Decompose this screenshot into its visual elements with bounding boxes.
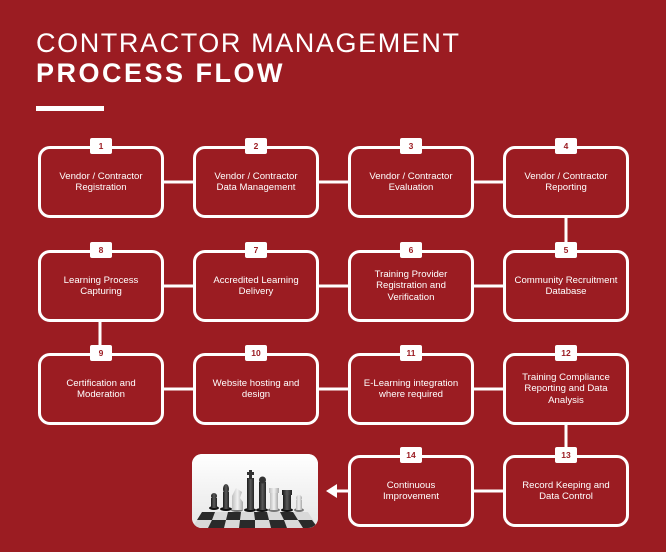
step-1: 1 Vendor / Contractor Registration — [38, 138, 164, 218]
step-label-6: Training Provider Registration and Verif… — [374, 268, 448, 303]
step-number-5: 5 — [555, 242, 577, 258]
step-number-6: 6 — [400, 242, 422, 258]
step-number-7: 7 — [245, 242, 267, 258]
page-title-line2: PROCESS FLOW — [36, 58, 286, 88]
step-label-5: Community Recruitment Database — [514, 274, 618, 298]
step-label-12: Training Compliance Reporting and Data A… — [522, 371, 610, 406]
step-label-4: Vendor / Contractor Reporting — [524, 170, 608, 194]
step-2: 2 Vendor / Contractor Data Management — [193, 138, 319, 218]
step-13: 13 Record Keeping and Data Control — [503, 447, 629, 527]
step-number-2: 2 — [245, 138, 267, 154]
step-label-13: Record Keeping and Data Control — [522, 479, 610, 503]
step-number-4: 4 — [555, 138, 577, 154]
step-4: 4 Vendor / Contractor Reporting — [503, 138, 629, 218]
title-underline — [36, 106, 104, 111]
step-3: 3 Vendor / Contractor Evaluation — [348, 138, 474, 218]
step-number-1: 1 — [90, 138, 112, 154]
page-title-line1: CONTRACTOR MANAGEMENT — [36, 28, 461, 58]
step-label-9: Certification and Moderation — [66, 377, 136, 401]
step-label-14: Continuous Improvement — [383, 479, 439, 503]
step-7: 7 Accredited Learning Delivery — [193, 242, 319, 322]
step-9: 9 Certification and Moderation — [38, 345, 164, 425]
step-10: 10 Website hosting and design — [193, 345, 319, 425]
step-14: 14 Continuous Improvement — [348, 447, 474, 527]
chess-pieces-image — [192, 454, 318, 528]
step-number-14: 14 — [400, 447, 422, 463]
step-6: 6 Training Provider Registration and Ver… — [348, 242, 474, 322]
step-label-11: E-Learning integration where required — [363, 377, 459, 401]
step-label-8: Learning Process Capturing — [63, 274, 139, 298]
step-number-11: 11 — [400, 345, 422, 361]
step-5: 5 Community Recruitment Database — [503, 242, 629, 322]
step-label-3: Vendor / Contractor Evaluation — [369, 170, 453, 194]
step-number-3: 3 — [400, 138, 422, 154]
step-number-12: 12 — [555, 345, 577, 361]
step-label-7: Accredited Learning Delivery — [213, 274, 299, 298]
step-number-10: 10 — [245, 345, 267, 361]
step-number-13: 13 — [555, 447, 577, 463]
arrow-head — [326, 484, 337, 498]
step-label-1: Vendor / Contractor Registration — [59, 170, 143, 194]
step-number-8: 8 — [90, 242, 112, 258]
step-8: 8 Learning Process Capturing — [38, 242, 164, 322]
step-label-10: Website hosting and design — [212, 377, 300, 401]
step-12: 12 Training Compliance Reporting and Dat… — [503, 345, 629, 425]
step-label-2: Vendor / Contractor Data Management — [214, 170, 298, 194]
step-number-9: 9 — [90, 345, 112, 361]
step-11: 11 E-Learning integration where required — [348, 345, 474, 425]
